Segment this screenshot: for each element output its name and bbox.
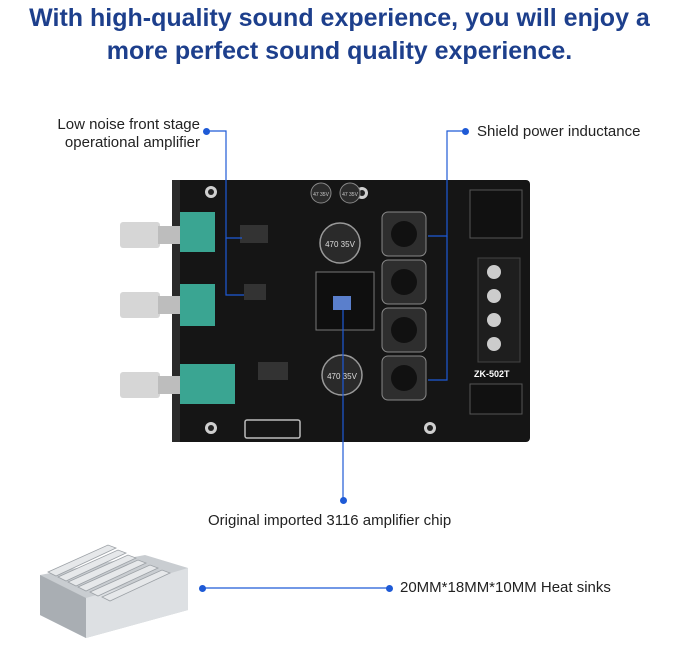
callout-opamp-line-2: operational amplifier <box>64 134 200 151</box>
bluetooth-antenna <box>244 419 301 439</box>
callout-chip: Original imported 3116 amplifier chip <box>208 512 452 529</box>
small-capacitors: 47 35V 47 35V <box>310 182 361 204</box>
inductance-leader <box>428 130 466 237</box>
audio-input-jack <box>469 383 523 415</box>
potentiometer-3 <box>120 364 235 404</box>
capacitor-large-top: 470 35V <box>319 222 361 264</box>
potentiometer-1 <box>120 212 215 252</box>
leader-lines <box>203 130 466 589</box>
inductance-leader-2 <box>428 236 448 381</box>
amplifier-board: 47 35V 47 35V 470 35V 470 35V <box>120 180 530 442</box>
callout-dot-opamp <box>203 128 210 135</box>
callout-dot-heatsink-right <box>386 585 393 592</box>
heat-sink <box>40 544 188 638</box>
cap-top-label: 470 35V <box>325 240 355 249</box>
small-cap-label-1: 47 35V <box>313 192 330 198</box>
capacitor-large-bottom: 470 35V <box>321 354 363 396</box>
headline-line-1: With high-quality sound experience, you … <box>29 4 650 32</box>
small-cap-label-2: 47 35V <box>342 192 359 198</box>
callout-heatsink: 20MM*18MM*10MM Heat sinks <box>400 579 611 596</box>
speaker-terminals <box>477 257 521 363</box>
inductors <box>381 211 427 401</box>
board-model-label: ZK-502T <box>474 369 510 379</box>
callout-dot-inductance <box>462 128 469 135</box>
opamp-leader <box>207 130 242 239</box>
opamp-leader-2 <box>225 238 244 296</box>
amplifier-chip <box>315 271 375 331</box>
callout-opamp: Low noise front stage operational amplif… <box>40 116 200 152</box>
headline: With high-quality sound experience, you … <box>0 2 679 68</box>
cap-bottom-label: 470 35V <box>327 372 357 381</box>
headline-line-2: more perfect sound quality experience. <box>106 37 573 65</box>
callout-dot-heatsink-left <box>199 585 206 592</box>
potentiometer-2 <box>120 284 215 326</box>
callout-inductance: Shield power inductance <box>477 123 641 140</box>
callout-dot-chip <box>340 497 347 504</box>
callout-opamp-line-1: Low noise front stage <box>57 116 200 133</box>
dc-power-jack <box>469 189 523 239</box>
